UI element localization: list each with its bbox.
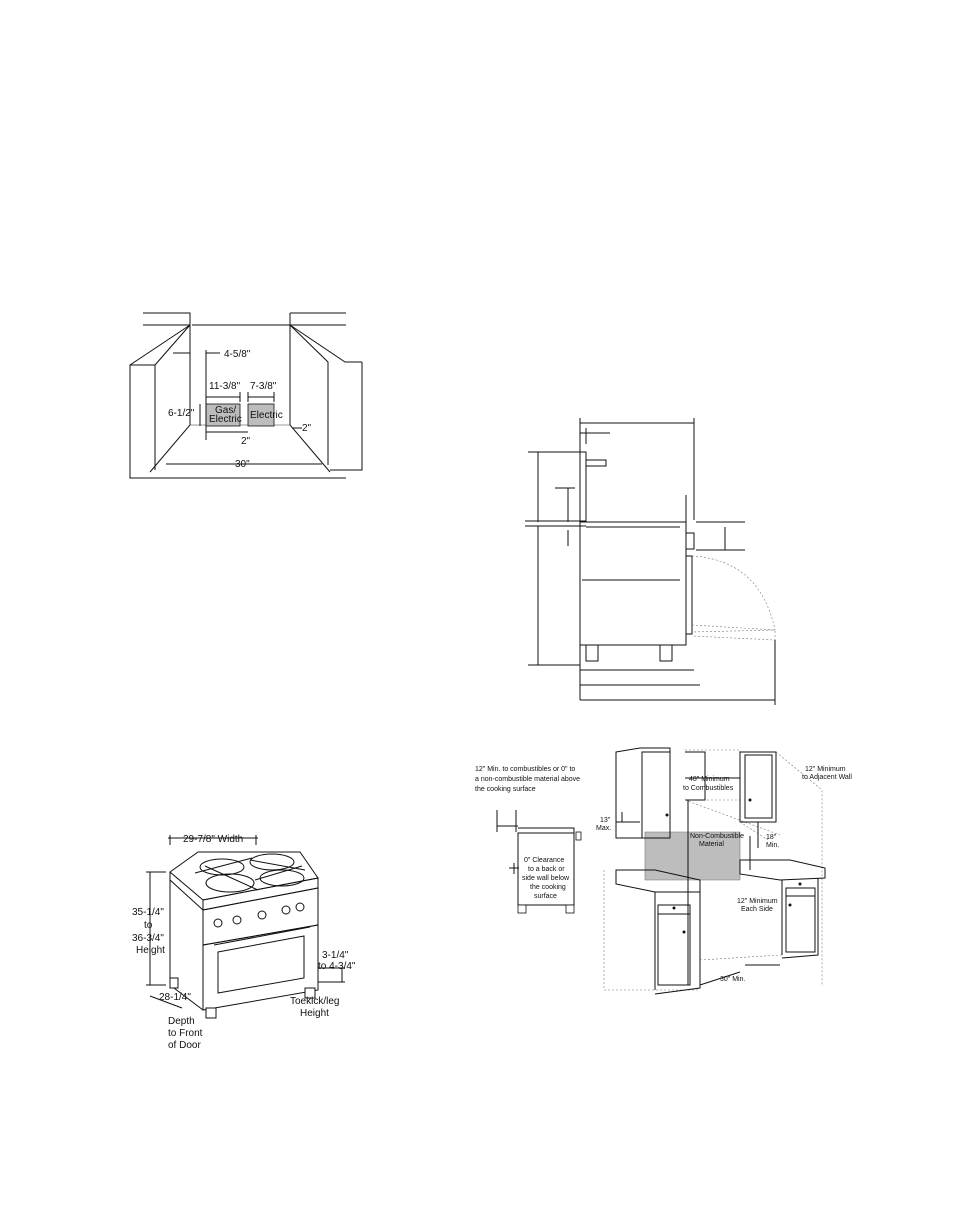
min48-label-1: 48" Minimum <box>689 776 730 783</box>
max13-label-1: 13" <box>600 817 611 824</box>
toekick-label-4: Height <box>300 1008 329 1019</box>
gas-electric-label-1: Gas/ <box>215 405 236 416</box>
electric-label: Electric <box>250 410 283 421</box>
dim-30: 30" <box>235 459 250 470</box>
zero-label-1: 0" Clearance <box>524 857 564 864</box>
height-label-3: 36-3/4" <box>132 933 164 944</box>
min48-label-2: to Combustibles <box>683 785 734 792</box>
toekick-label-1: 3-1/4" <box>322 950 349 961</box>
dim-11-3-8: 11-3/8" <box>209 381 241 392</box>
height-label-4: Height <box>136 945 165 956</box>
height-label-1: 35-1/4" <box>132 907 164 918</box>
dim-2-bottom: 2" <box>241 436 251 447</box>
side-profile-diagram <box>525 418 776 705</box>
clearance-side-view: 12" Min. to combustibles or 0" to a non-… <box>475 766 582 914</box>
combustibles-label-1: 12" Min. to combustibles or 0" to <box>475 766 575 773</box>
kitchen-clearance-diagram: 48" Minimum to Combustibles Non-Combusti… <box>596 747 852 995</box>
zero-label-5: surface <box>534 893 557 900</box>
zero-label-3: side wall below <box>522 875 570 882</box>
depth-label-2: to Front <box>168 1028 203 1039</box>
noncomb-label-1: Non-Combustible <box>690 833 744 840</box>
min18-label-2: Min. <box>766 842 779 849</box>
combustibles-label-3: the cooking surface <box>475 786 536 793</box>
dim-6-1-2: 6-1/2" <box>168 408 195 419</box>
cabinet-cutout-diagram: 4-5/8" 11-3/8" 7-3/8" 6-1/2" Gas/ Electr… <box>129 312 363 479</box>
gas-electric-label-2: Electric <box>209 414 242 425</box>
depth-label-3: of Door <box>168 1040 201 1051</box>
electric-box <box>247 403 275 427</box>
noncomb-label-2: Material <box>699 841 724 848</box>
dim-2-right: 2" <box>302 423 312 434</box>
dim-4-5-8: 4-5/8" <box>224 349 251 360</box>
depth-value: 28-1/4" <box>159 992 191 1003</box>
zero-label-4: the cooking <box>530 884 566 891</box>
dim-7-3-8: 7-3/8" <box>250 381 277 392</box>
min18-label-1: 18" <box>766 834 777 841</box>
non-combustible-panel <box>644 831 741 881</box>
min30-label: 30" Min. <box>720 976 745 983</box>
toekick-label-2: to 4-3/4" <box>318 961 356 972</box>
zero-label-2: to a back or <box>528 866 565 873</box>
max13-label-2: Max. <box>596 825 611 832</box>
combustibles-label-2: a non-combustible material above <box>475 776 580 783</box>
depth-label-1: Depth <box>168 1016 195 1027</box>
min12side-label-2: Each Side <box>741 906 773 913</box>
width-label: 29-7/8" Width <box>183 834 243 845</box>
toekick-label-3: Toekick/leg <box>290 996 339 1007</box>
min12wall-label-1: 12" Minimum <box>805 766 846 773</box>
min12wall-label-2: to Adjacent Wall <box>802 774 852 781</box>
min12side-label-1: 12" Minimum <box>737 898 778 905</box>
height-label-2: to <box>144 920 153 931</box>
range-perspective-diagram: 29-7/8" Width 35-1/4" to 36-3/4" Height … <box>132 834 356 1051</box>
